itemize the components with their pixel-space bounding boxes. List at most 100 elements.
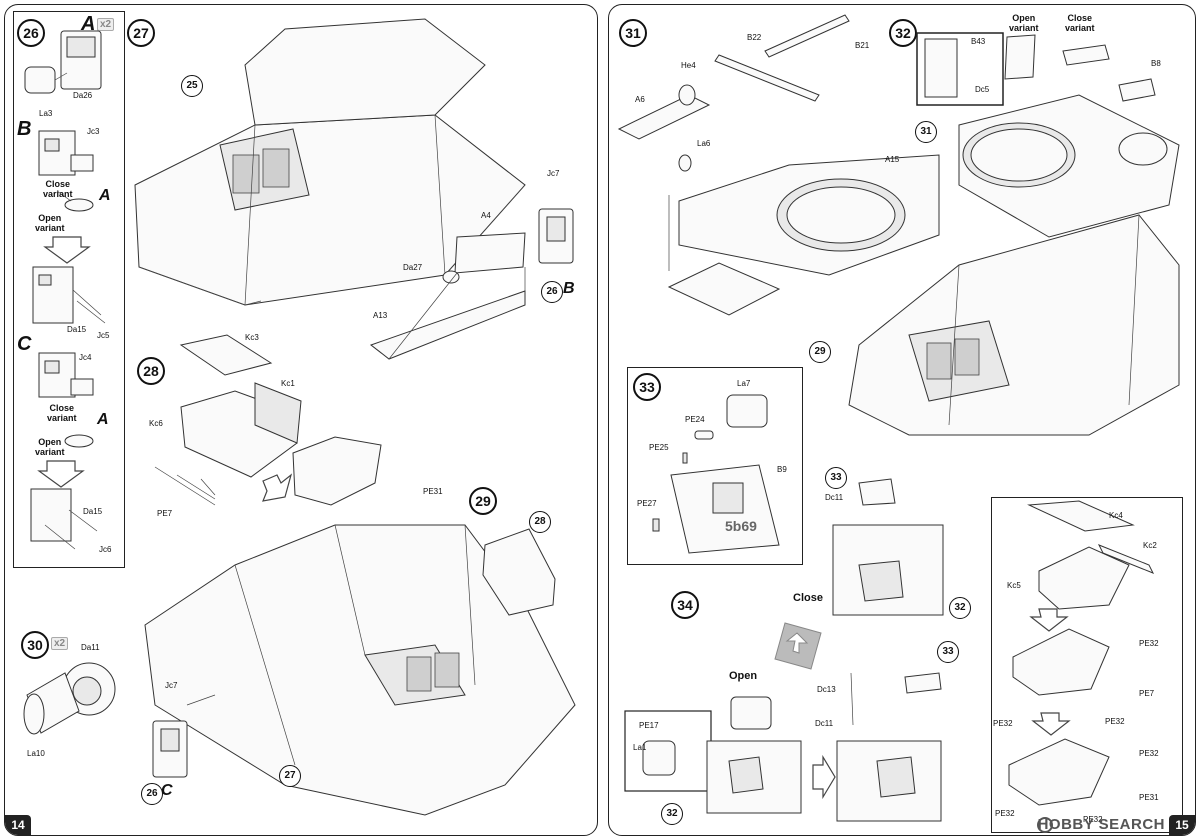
s34-detail-drawing: [624, 672, 942, 822]
callout-26: 26: [541, 281, 563, 303]
s30-part-drawing: [23, 662, 116, 735]
part-label-kc4: Kc4: [1109, 511, 1123, 520]
part-label-kc5: Kc5: [1007, 581, 1021, 590]
part-label-pe32-f: PE32: [1083, 815, 1103, 824]
callout-25: 25: [181, 75, 203, 97]
s32-turret-drawing: [848, 32, 1180, 436]
hatch-plate-number: 5b69: [725, 518, 757, 534]
variant-a-letter: A: [81, 13, 96, 35]
part-label-kc2: Kc2: [1143, 541, 1157, 550]
part-label-kc1: Kc1: [281, 379, 295, 388]
step-26-panel: [13, 11, 125, 568]
quantity-x2-badge-s30: x2: [51, 637, 69, 650]
step-31-number: 31: [619, 19, 647, 47]
callout-27: 27: [279, 765, 301, 787]
variant-c-letter: C: [17, 333, 32, 355]
part-label-pe31: PE31: [423, 487, 443, 496]
quantity-x2-badge: x2: [97, 18, 115, 31]
step-33-number: 33: [633, 373, 661, 401]
part-label-da11: Da11: [81, 643, 100, 652]
close-detail-drawing: [832, 478, 944, 616]
variant-c-letter-s29: C: [161, 782, 173, 799]
close-variant-label-c: Close variant: [47, 403, 77, 423]
part-label-pe32-d: PE32: [1139, 749, 1159, 758]
part-label-da26: Da26: [73, 91, 93, 100]
part-label-kc3: Kc3: [245, 333, 259, 342]
part-label-jc4: Jc4: [79, 353, 92, 362]
part-label-pe32-b: PE32: [993, 719, 1013, 728]
part-label-la10: La10: [27, 749, 45, 758]
step-28-number: 28: [137, 357, 165, 385]
open-label: Open: [729, 670, 758, 682]
kc-box-drawing: [1008, 500, 1155, 806]
step-33-panel: [627, 367, 803, 565]
step-30-number: 30: [21, 631, 49, 659]
part-label-dc5: Dc5: [975, 85, 990, 94]
part-label-da15-b: Da15: [67, 325, 87, 334]
step-29-number: 29: [469, 487, 497, 515]
s34-open-icon: [774, 622, 822, 670]
part-label-pe31-right: PE31: [1139, 793, 1159, 802]
part-label-jc7: Jc7: [547, 169, 560, 178]
part-label-b22: B22: [747, 33, 762, 42]
part-label-pe7-right: PE7: [1139, 689, 1155, 698]
open-variant-label-s32: Open variant: [1009, 13, 1039, 33]
part-label-he4: He4: [681, 61, 696, 70]
part-label-jc5: Jc5: [97, 331, 110, 340]
variant-a-letter-c: A: [97, 411, 109, 428]
variant-a-letter-b: A: [99, 187, 111, 204]
close-variant-label-s32: Close variant: [1065, 13, 1095, 33]
step-27-number: 27: [127, 19, 155, 47]
part-label-a6: A6: [635, 95, 645, 104]
part-label-la7: La7: [737, 379, 751, 388]
step-34-number: 34: [671, 591, 699, 619]
part-label-jc6: Jc6: [99, 545, 112, 554]
part-label-la1: La1: [633, 743, 647, 752]
part-label-dc13: Dc13: [817, 685, 836, 694]
callout-32-close: 32: [949, 597, 971, 619]
part-label-jc3: Jc3: [87, 127, 100, 136]
part-label-pe25: PE25: [649, 443, 669, 452]
watermark-logo-icon: [1037, 817, 1053, 833]
part-label-dc11-open: Dc11: [815, 719, 834, 728]
page-number-left: 14: [5, 815, 31, 835]
part-label-pe24: PE24: [685, 415, 705, 424]
open-variant-label-b: Open variant: [35, 213, 65, 233]
variant-b-letter-s27: B: [563, 280, 575, 297]
part-label-la3: La3: [39, 109, 53, 118]
part-label-pe32-a: PE32: [1139, 639, 1159, 648]
part-label-a4: A4: [481, 211, 491, 220]
callout-33-close: 33: [825, 467, 847, 489]
open-variant-label-c: Open variant: [35, 437, 65, 457]
callout-31: 31: [915, 121, 937, 143]
part-label-da15-c: Da15: [83, 507, 103, 516]
callout-28: 28: [529, 511, 551, 533]
close-variant-label-b: Close variant: [43, 179, 73, 199]
part-label-kc6: Kc6: [149, 419, 163, 428]
part-label-a13: A13: [373, 311, 388, 320]
instruction-page-right: 31 B22 B21 He4 A6 La6 A15 32 B43 Dc5 Op: [608, 4, 1196, 836]
s31-turret-drawing: [617, 14, 940, 316]
part-label-b9: B9: [777, 465, 787, 474]
part-label-pe17: PE17: [639, 721, 659, 730]
step-32-number: 32: [889, 19, 917, 47]
part-label-dc11-close: Dc11: [825, 493, 844, 502]
kc-box-panel: [991, 497, 1183, 833]
instruction-page-left: 26 A x2 Da26 La3 B Jc3 Close variant A O…: [4, 4, 598, 836]
callout-29: 29: [809, 341, 831, 363]
part-label-b43: B43: [971, 37, 986, 46]
part-label-a15: A15: [885, 155, 900, 164]
variant-b-letter: B: [17, 118, 32, 140]
s33-hatch-drawing: [652, 394, 780, 554]
close-label: Close: [793, 592, 823, 604]
callout-26-s29: 26: [141, 783, 163, 805]
callout-32-open: 32: [661, 803, 683, 825]
callout-33-open: 33: [937, 641, 959, 663]
part-label-pe27: PE27: [637, 499, 657, 508]
s28-box-drawing: [154, 334, 382, 506]
s27-hull-drawing: [134, 18, 574, 360]
part-label-pe32-c: PE32: [1105, 717, 1125, 726]
s29-hull-drawing: [144, 524, 576, 816]
part-label-b21: B21: [855, 41, 870, 50]
part-label-b8: B8: [1151, 59, 1161, 68]
